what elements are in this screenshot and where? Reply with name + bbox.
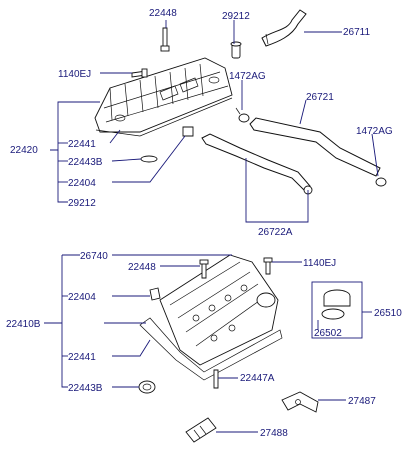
label-22443B-top: 22443B — [68, 157, 103, 168]
label-22404-top: 22404 — [68, 178, 96, 189]
label-22443B-bot: 22443B — [68, 383, 103, 394]
lower-grommet-22443B — [138, 380, 156, 394]
upper-rocker-cover — [94, 57, 233, 133]
part-labels: 22448 29212 26711 1140EJ 1472AG 26721 14… — [6, 8, 402, 439]
label-1472AG-a: 1472AG — [229, 71, 266, 82]
ignition-coil-27488 — [185, 417, 217, 443]
label-29212-top: 29212 — [222, 11, 250, 22]
label-27488: 27488 — [260, 428, 288, 439]
label-1140EJ-top: 1140EJ — [58, 69, 91, 80]
label-26722A: 26722A — [258, 227, 293, 238]
label-26510: 26510 — [374, 308, 402, 319]
lower-rocker-cover — [159, 254, 279, 366]
label-27487: 27487 — [348, 396, 376, 407]
upper-bolt-1140EJ — [131, 68, 148, 78]
label-26740: 26740 — [80, 251, 108, 262]
lower-bolt-1140EJ — [263, 257, 273, 275]
upper-gasket — [95, 97, 233, 137]
upper-sleeve-29212 — [230, 41, 242, 59]
lower-bolt-22448 — [199, 259, 209, 279]
label-22410B: 22410B — [6, 319, 41, 330]
lower-sleeve-22404 — [149, 287, 161, 301]
upper-bolt-22448 — [160, 27, 170, 52]
label-29212-bot: 29212 — [68, 198, 96, 209]
hose-26722A — [201, 133, 313, 195]
lower-gasket — [139, 317, 283, 381]
upper-grommet-22443B — [140, 155, 158, 163]
lower-bolt-22447A — [213, 369, 219, 389]
label-22404-bot: 22404 — [68, 292, 96, 303]
label-26711: 26711 — [343, 27, 371, 38]
oil-filler-cap-26510 — [311, 281, 363, 339]
label-1472AG-b: 1472AG — [356, 126, 393, 137]
label-22420: 22420 — [10, 145, 38, 156]
label-26721: 26721 — [306, 92, 334, 103]
clamp-1472AG-a — [235, 107, 250, 123]
hose-26721 — [249, 117, 381, 177]
upper-sleeve-22404 — [182, 126, 194, 137]
label-1140EJ-bot: 1140EJ — [303, 258, 336, 269]
label-22441-bot: 22441 — [68, 352, 96, 363]
label-22448-top: 22448 — [149, 8, 177, 19]
label-22441-top: 22441 — [68, 139, 96, 150]
label-22447A: 22447A — [240, 373, 275, 384]
hose-26711 — [261, 9, 307, 47]
label-22448-bot: 22448 — [128, 262, 156, 273]
leader-lines — [44, 20, 379, 433]
bracket-27487 — [281, 391, 319, 413]
label-26502: 26502 — [314, 328, 342, 339]
clamp-1472AG-b — [375, 177, 387, 187]
